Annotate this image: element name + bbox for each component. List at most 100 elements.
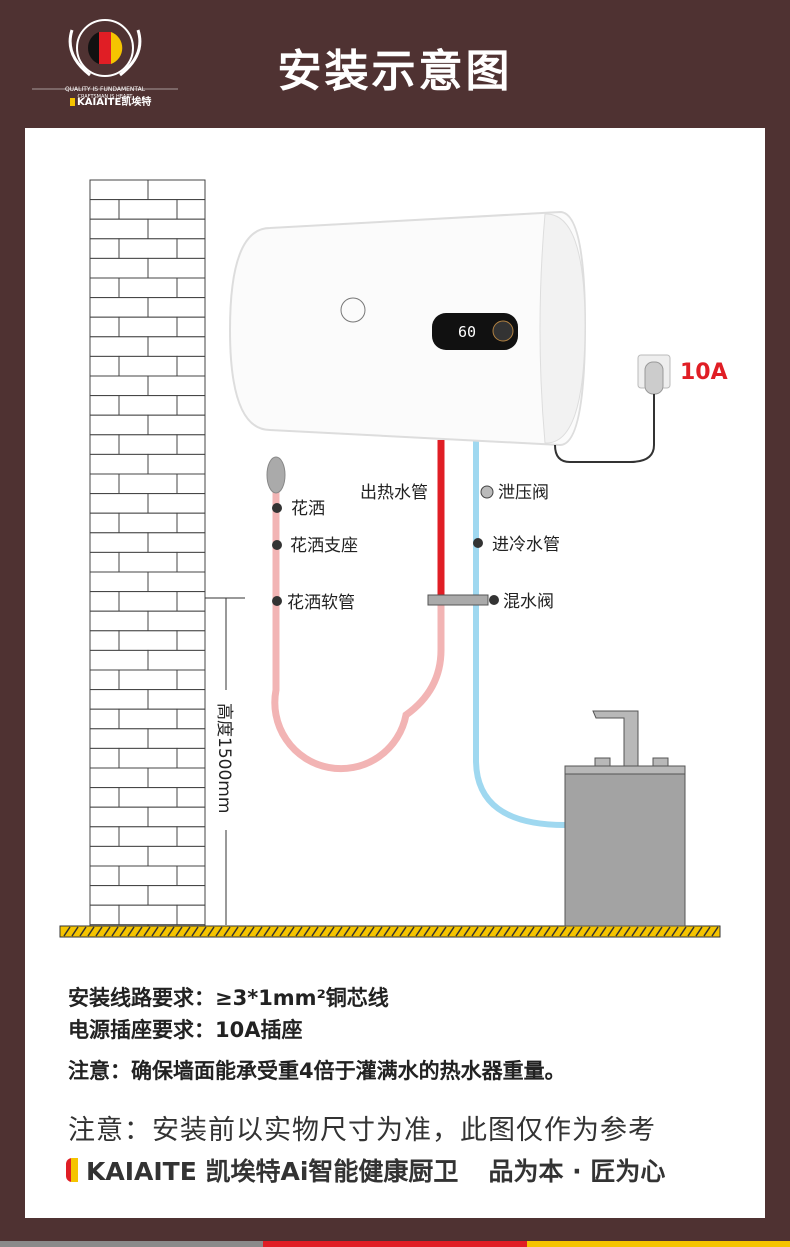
- brick: [176, 669, 206, 691]
- brick: [89, 179, 149, 201]
- hatch-line: [183, 926, 191, 937]
- hatch-line: [95, 926, 103, 937]
- mixing-valve-label: 混水阀: [503, 592, 554, 612]
- hatch-line: [599, 926, 607, 937]
- brick: [176, 199, 206, 220]
- hatch-line: [207, 926, 215, 937]
- hatch-line: [383, 926, 391, 937]
- hatch-line: [479, 926, 487, 937]
- hatch-line: [375, 926, 383, 937]
- brick: [176, 512, 206, 534]
- control-knob: [492, 320, 514, 342]
- hatch-line: [191, 926, 199, 937]
- brick: [118, 395, 178, 416]
- brick: [118, 473, 178, 495]
- brick: [118, 787, 178, 808]
- brick: [118, 708, 178, 730]
- hatch-line: [359, 926, 367, 937]
- hatch-line: [695, 926, 703, 937]
- hatch-line: [343, 926, 351, 937]
- hatch-line: [407, 926, 415, 937]
- cold-water-pipe: [473, 440, 566, 828]
- brick: [147, 414, 206, 436]
- brick: [147, 610, 206, 632]
- brand-name: KAIAITE 凯埃特Ai智能健康厨卫: [86, 1157, 459, 1186]
- hatch-line: [519, 926, 527, 937]
- power-plug: [644, 361, 664, 395]
- brick: [89, 591, 120, 612]
- hatch-line: [447, 926, 455, 937]
- brick: [89, 845, 149, 867]
- hatch-line: [287, 926, 295, 937]
- hatch-line: [687, 926, 695, 937]
- brick: [118, 316, 178, 338]
- callout-dot: [272, 596, 282, 606]
- brick: [118, 551, 178, 573]
- brick: [89, 532, 149, 553]
- hatch-line: [527, 926, 535, 937]
- brick: [147, 493, 206, 514]
- footer-brand: KAIAITE 凯埃特Ai智能健康厨卫 品为本 · 匠为心: [66, 1152, 665, 1188]
- hatch-line: [215, 926, 223, 937]
- brick: [176, 630, 206, 651]
- brick: [118, 238, 178, 259]
- shower-head: [266, 456, 286, 494]
- brick: [147, 297, 206, 318]
- hatch-line: [559, 926, 567, 937]
- brick: [89, 453, 149, 475]
- hatch-line: [567, 926, 575, 937]
- brick: [89, 708, 120, 730]
- hatch-line: [623, 926, 631, 937]
- hatch-line: [151, 926, 159, 937]
- brick: [176, 473, 206, 495]
- hatch-line: [319, 926, 327, 937]
- hatch-line: [511, 926, 519, 937]
- brick: [89, 375, 149, 397]
- brick: [89, 355, 120, 377]
- brick: [176, 591, 206, 612]
- hatch-line: [199, 926, 207, 937]
- hatch-line: [271, 926, 279, 937]
- brick: [89, 434, 120, 455]
- hatch-line: [455, 926, 463, 937]
- hatch-line: [503, 926, 511, 937]
- brick: [176, 551, 206, 573]
- brick-wall: [89, 179, 206, 927]
- hatch-line: [175, 926, 183, 937]
- hatch-line: [647, 926, 655, 937]
- brick: [176, 747, 206, 769]
- hatch-line: [127, 926, 135, 937]
- hatch-line: [119, 926, 127, 937]
- hatch-line: [335, 926, 343, 937]
- hatch-line: [399, 926, 407, 937]
- brick: [89, 865, 120, 887]
- brick: [118, 630, 178, 651]
- hatch-line: [591, 926, 599, 937]
- hatch-line: [223, 926, 231, 937]
- hatch-line: [87, 926, 95, 937]
- hatch-line: [111, 926, 119, 937]
- hatch-line: [471, 926, 479, 937]
- wall-load-note: 注意：确保墙面能承受重4倍于灌满水的热水器重量。: [68, 1059, 566, 1083]
- hatch-line: [255, 926, 263, 937]
- brick: [176, 316, 206, 338]
- hatch-line: [367, 926, 375, 937]
- brick: [118, 591, 178, 612]
- hatch-line: [327, 926, 335, 937]
- hatch-line: [535, 926, 543, 937]
- logo-line1: QUALITY IS FUNDAMENTAL: [65, 86, 146, 93]
- brick: [118, 512, 178, 534]
- brick: [147, 218, 206, 240]
- brick: [147, 179, 206, 201]
- hatch-line: [71, 926, 79, 937]
- brick: [89, 277, 120, 299]
- hatch-line: [311, 926, 319, 937]
- hot-pipe-label: 出热水管: [360, 483, 428, 503]
- brick: [89, 728, 149, 749]
- callout-dot: [489, 595, 499, 605]
- brick: [89, 316, 120, 338]
- brick: [147, 453, 206, 475]
- brick: [89, 551, 120, 573]
- brick: [89, 904, 120, 926]
- installation-diagram: 高度1500mm 60 10A 花洒 花洒支座 花洒软管 出热水管 泄压阀 进冷…: [59, 179, 728, 938]
